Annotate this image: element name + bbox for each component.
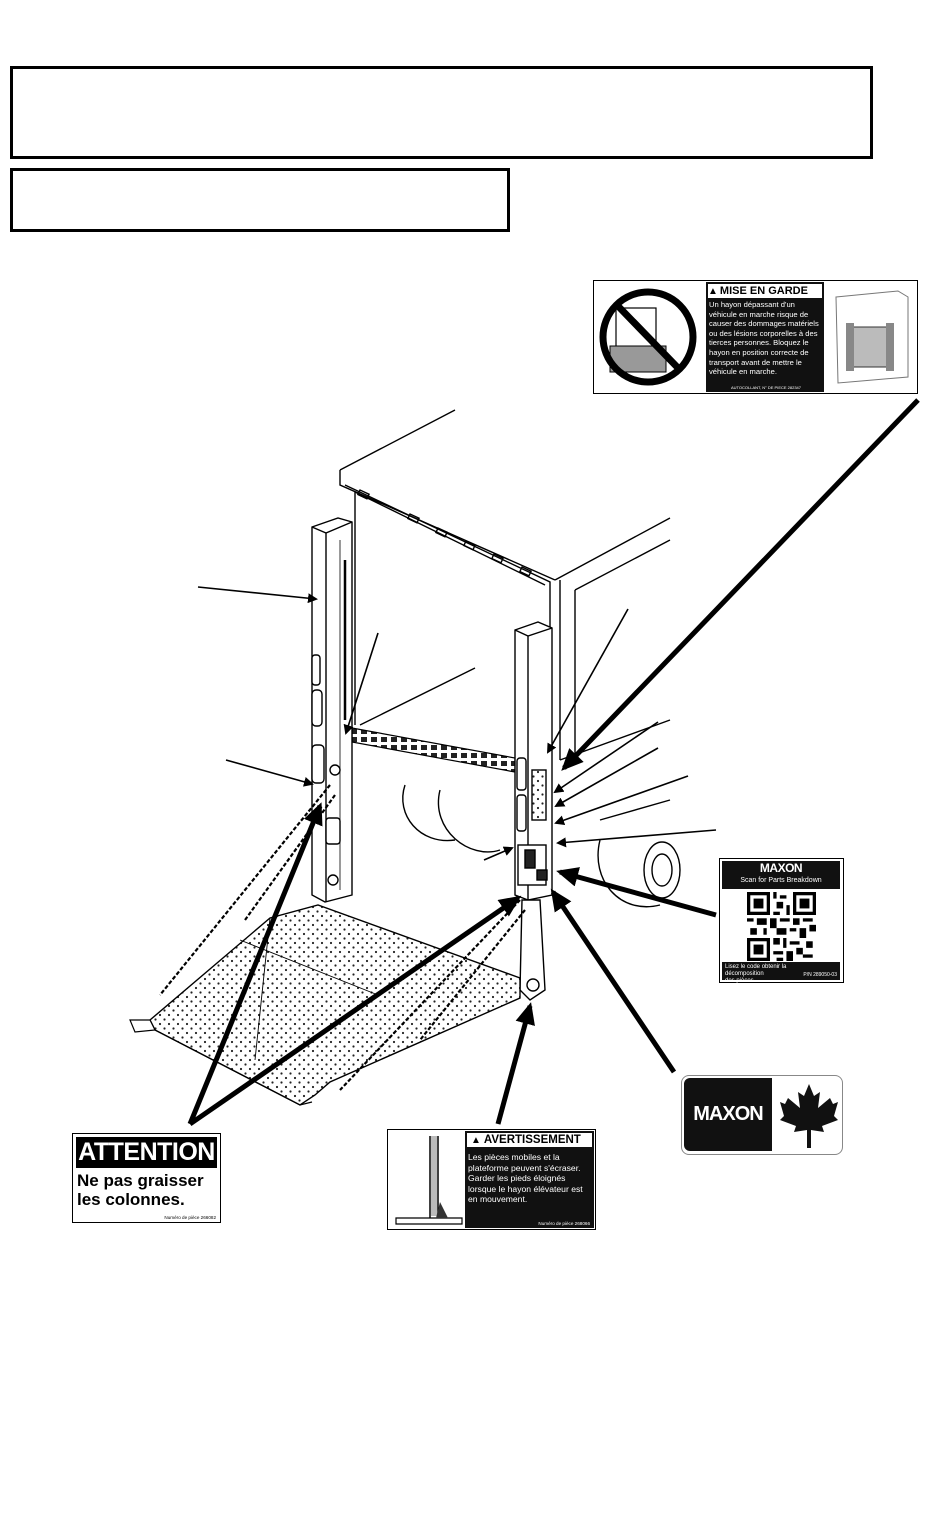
qr-decal-part-number: P/N 289050-03 [803,972,837,978]
mise-en-garde-text: Un hayon dépassant d'un véhicule en marc… [709,300,819,377]
pinch-point-icon [390,1132,463,1228]
avertissement-panel: ▲AVERTISSEMENT Les pièces mobiles et la … [465,1131,594,1228]
mise-en-garde-header: ▲MISE EN GARDE [708,284,822,298]
mise-en-garde-panel: ▲MISE EN GARDE Un hayon dépassant d'un v… [706,282,824,392]
qr-decal-footer: Lisez le code obtenir la décomposition d… [722,962,840,984]
title-box [10,66,873,159]
left-column [311,517,353,903]
warning-triangle-icon: ▲ [471,1135,481,1146]
prohibition-icon [599,288,697,386]
leader-lines [197,586,717,861]
attention-part-number: Numéro de pièce 266082 [164,1215,216,1220]
qr-decal-brand: MAXON Scan for Parts Breakdown [722,861,840,889]
attention-decal: ATTENTION Ne pas graisser les colonnes. … [72,1133,221,1223]
maxon-logo: MAXON [684,1078,772,1151]
qr-decal-subtitle: Scan for Parts Breakdown [740,877,822,884]
attention-header: ATTENTION [76,1137,217,1168]
warning-triangle-icon: ▲ [708,286,718,297]
avertissement-part-number: Numéro de pièce 268066 [538,1221,590,1226]
qr-parts-decal: MAXON Scan for Parts Breakdown Lisez le … [719,858,844,984]
mise-en-garde-decal: ▲MISE EN GARDE Un hayon dépassant d'un v… [593,280,918,394]
maxon-canada-logo-decal: MAXON [681,1075,843,1155]
mise-en-garde-part-number: AUTOCOLLANT, N° DE PIECE 282347 [731,385,801,390]
avertissement-header: ▲AVERTISSEMENT [467,1133,592,1147]
avertissement-text: Les pièces mobiles et la plateforme peuv… [468,1152,583,1204]
avertissement-decal: ▲AVERTISSEMENT Les pièces mobiles et la … [387,1129,596,1230]
qr-decal-instructions: Lisez le code obtenir la décomposition d… [725,964,787,984]
right-column [514,621,553,1001]
qr-code-icon [747,892,816,961]
decal-arrows [187,398,920,1127]
subtitle-box [10,168,510,232]
maple-leaf-icon [780,1084,838,1148]
truck-body [339,409,681,908]
attention-text: Ne pas graisser les colonnes. [77,1171,204,1209]
bed-threshold [351,727,516,773]
liftgate-stowed-icon [835,290,909,384]
